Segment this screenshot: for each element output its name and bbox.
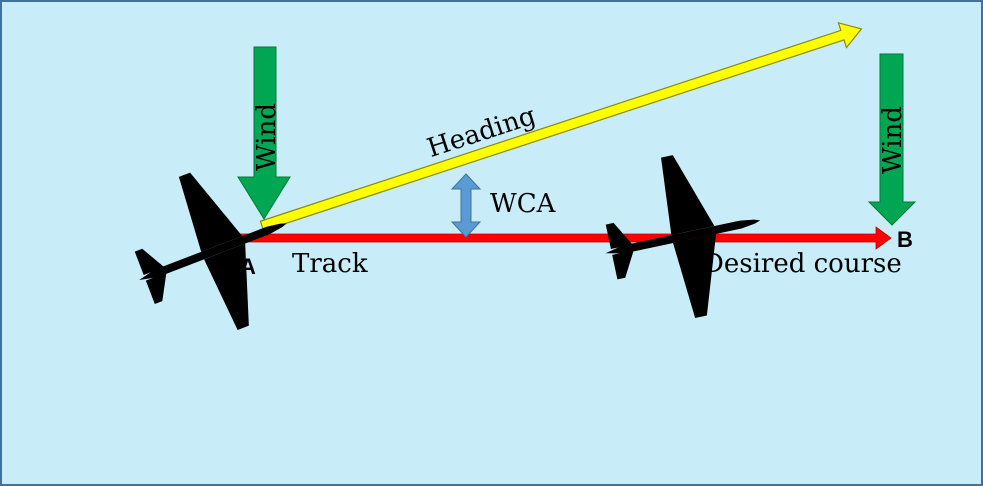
point-a-label: A	[240, 254, 256, 279]
wca-double-arrow	[450, 173, 482, 238]
wca-label: WCA	[490, 189, 557, 219]
wind-arrow-left	[237, 46, 291, 220]
track-arrow	[239, 226, 892, 250]
wind-label-right: Wind	[878, 106, 908, 174]
heading-arrow	[259, 21, 863, 232]
wind-arrow-right	[867, 53, 917, 226]
desired-course-label: Desired course	[703, 249, 902, 279]
point-b-label: B	[897, 227, 913, 252]
track-label: Track	[292, 249, 368, 279]
wind-label-left: Wind	[252, 103, 282, 171]
